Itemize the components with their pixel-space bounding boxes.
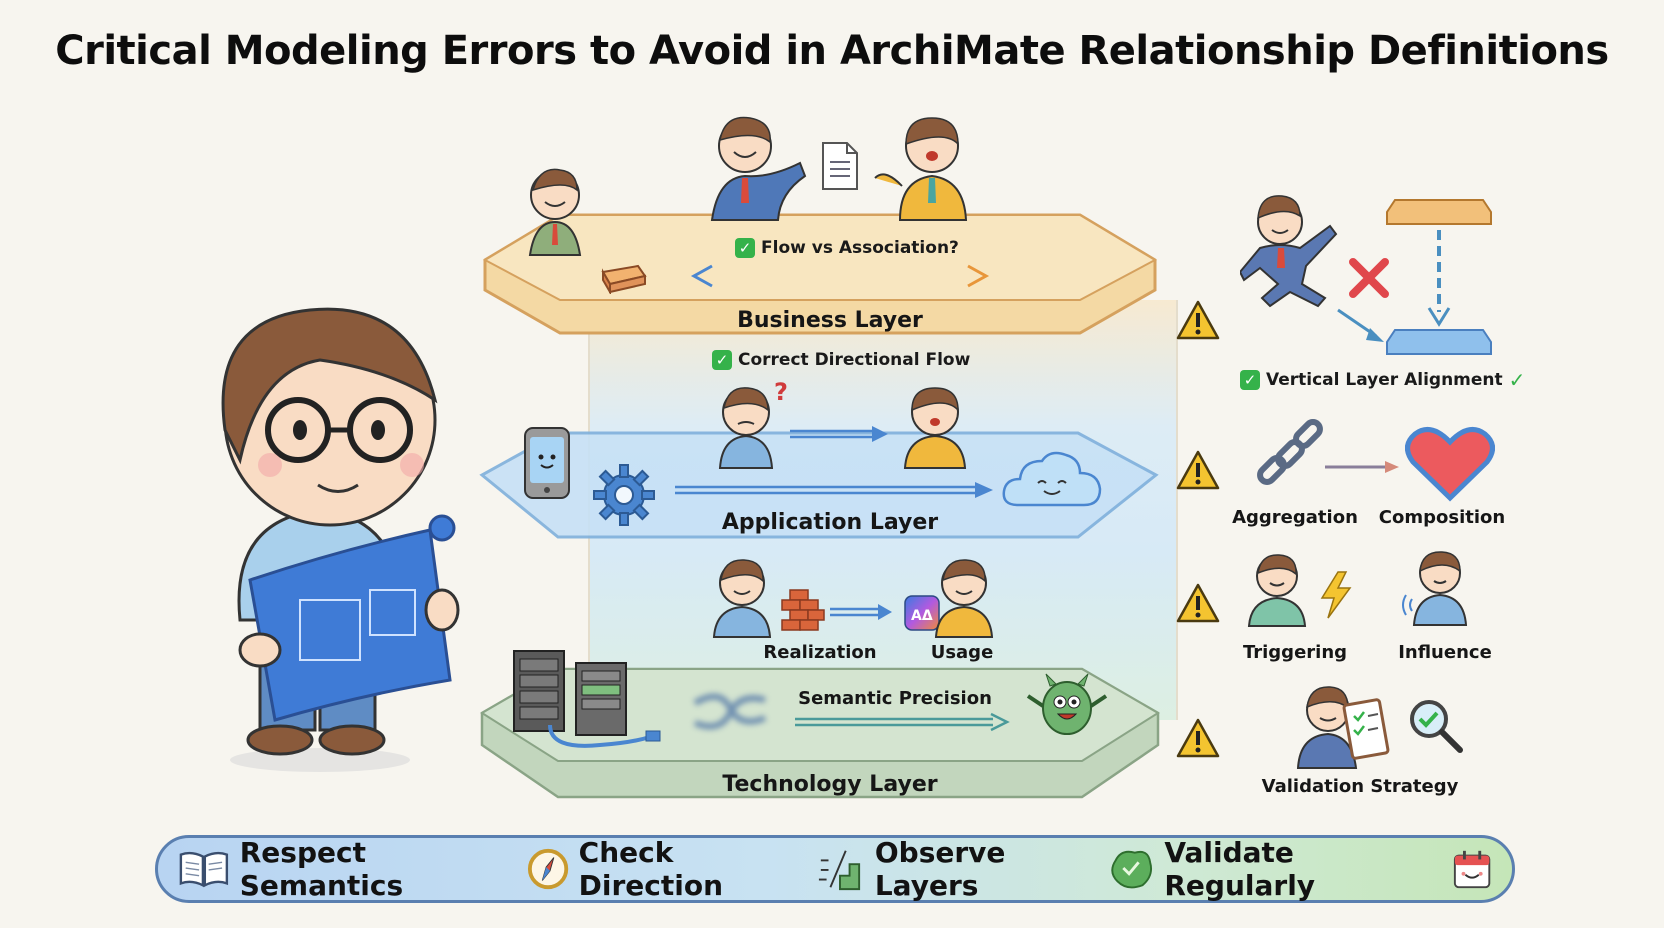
bidirectional-arrow <box>690 264 990 292</box>
banner-item-observe-layers: Observe Layers <box>817 836 1108 902</box>
app-icon: AΔ <box>903 594 941 636</box>
aggregation-label: Aggregation <box>1232 507 1358 528</box>
compass-icon <box>527 848 568 890</box>
server-icon <box>510 645 670 759</box>
business-person-center <box>700 108 810 227</box>
monster-icon <box>1022 670 1112 744</box>
banner-item-respect-semantics: Respect Semantics <box>178 836 527 902</box>
gear-icon <box>592 463 656 531</box>
document-icon <box>820 140 860 196</box>
warning-icon <box>1176 583 1220 623</box>
banner-item-validate-regularly: Validate Regularly <box>1108 836 1492 902</box>
svg-text:AΔ: AΔ <box>911 608 933 624</box>
influence-label: Influence <box>1398 642 1492 663</box>
business-person-left <box>515 160 595 264</box>
diagonal-arrow <box>1336 308 1386 348</box>
triggering-person <box>1243 548 1313 632</box>
blurred-connector-icon <box>690 688 770 742</box>
bottom-layer-plate <box>1385 328 1493 362</box>
vertical-alignment-label: ✓ Vertical Layer Alignment ✓ <box>1240 368 1525 392</box>
realization-person <box>708 553 778 643</box>
svg-text:?: ? <box>774 380 788 406</box>
broken-chain-icon <box>1250 415 1330 499</box>
business-person-right <box>870 108 980 227</box>
cross-icon <box>1347 256 1391 304</box>
dashed-down-arrow <box>1427 228 1451 332</box>
top-layer-plate <box>1385 198 1493 232</box>
principles-banner: Respect Semantics Check Direction Observ… <box>155 835 1515 903</box>
check-icon: ✓ <box>1240 370 1260 390</box>
book-icon <box>179 851 229 888</box>
semantic-arrow <box>795 712 1010 736</box>
validating-person <box>1292 680 1402 774</box>
validation-strategy-label: Validation Strategy <box>1261 776 1459 797</box>
banner-item-check-direction: Check Direction <box>527 836 817 902</box>
magnifier-check-icon <box>1405 695 1465 759</box>
bricks-icon <box>776 588 826 640</box>
stairs-icon <box>818 850 861 891</box>
checkmark-icon: ✓ <box>1508 368 1526 392</box>
calendar-icon <box>1453 850 1491 889</box>
usage-person <box>928 553 998 643</box>
usage-label: Usage <box>930 642 994 663</box>
architect-character <box>180 280 480 784</box>
box-icon <box>598 258 648 298</box>
application-note: ✓ Correct Directional Flow <box>712 350 970 370</box>
realization-arrow <box>830 603 894 625</box>
directional-arrow-lower <box>675 480 995 504</box>
page-title: Critical Modeling Errors to Avoid in Arc… <box>55 28 1609 74</box>
semantic-precision-label: Semantic Precision <box>798 688 992 709</box>
check-icon: ✓ <box>712 350 732 370</box>
business-note: ✓ Flow vs Association? <box>735 238 959 258</box>
happy-person <box>895 380 975 474</box>
cloud-icon <box>1000 445 1104 515</box>
check-icon: ✓ <box>735 238 755 258</box>
warning-icon <box>1176 450 1220 490</box>
confused-person: ? <box>708 378 798 474</box>
composition-label: Composition <box>1378 507 1506 528</box>
warning-icon <box>1176 718 1220 758</box>
lightning-icon <box>1318 570 1354 624</box>
business-layer-label: Business Layer <box>737 308 923 333</box>
application-layer-slab <box>478 425 1160 545</box>
directional-arrow-upper <box>790 424 890 448</box>
jumping-businessman <box>1238 188 1340 322</box>
influence-person <box>1400 545 1480 631</box>
heart-icon <box>1405 422 1495 506</box>
warning-icon <box>1176 300 1220 340</box>
aggregation-arrow <box>1325 458 1401 480</box>
phone-icon <box>522 425 572 505</box>
triggering-label: Triggering <box>1242 642 1348 663</box>
realization-label: Realization <box>763 642 877 663</box>
application-layer-label: Application Layer <box>721 510 939 535</box>
technology-layer-label: Technology Layer <box>722 772 938 797</box>
check-blob-icon <box>1111 850 1153 889</box>
